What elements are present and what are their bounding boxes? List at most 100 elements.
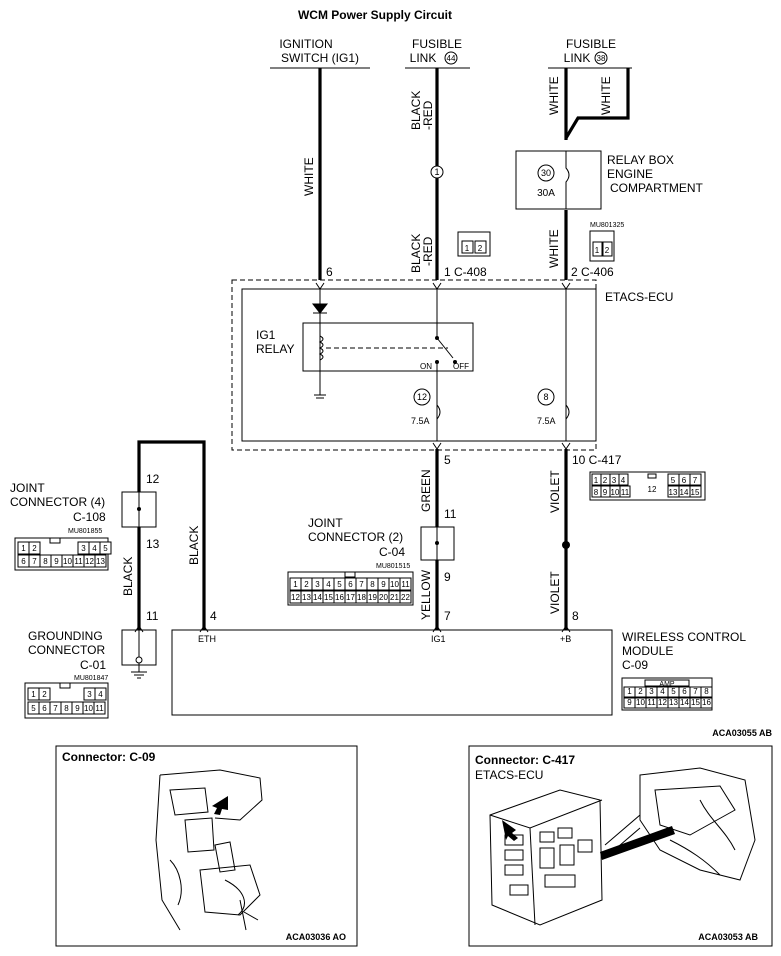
connector-pin-label: 5 bbox=[671, 687, 676, 696]
joint4-pin11: 11 bbox=[146, 609, 159, 623]
svg-text:11: 11 bbox=[621, 488, 630, 497]
fl38-num: 38 bbox=[597, 54, 606, 63]
connector-pin-label: 11 bbox=[74, 557, 83, 566]
connector-pin-label: 19 bbox=[368, 593, 377, 602]
label-violet-bot: VIOLET bbox=[548, 571, 562, 614]
fl44-num: 44 bbox=[447, 54, 456, 63]
wcm-line2: MODULE bbox=[622, 644, 673, 658]
connector-pin-label: 11 bbox=[401, 580, 410, 589]
splice-1-num: 1 bbox=[434, 167, 439, 177]
joint2-part: MU801515 bbox=[376, 563, 410, 570]
pin-10-c417: 10 C-417 bbox=[572, 453, 622, 467]
ign-line2: SWITCH (IG1) bbox=[281, 51, 359, 65]
connector-pin-label: 16 bbox=[702, 698, 711, 707]
label-black-left: BLACK bbox=[121, 557, 135, 596]
connector-pin-label: 2 bbox=[304, 580, 309, 589]
relay-box-line1: RELAY BOX bbox=[607, 153, 674, 167]
label-white-ign: WHITE bbox=[302, 157, 316, 196]
connector-pin-label: 15 bbox=[691, 698, 700, 707]
connector-pin-label: 20 bbox=[379, 593, 388, 602]
joint2-pin9: 9 bbox=[444, 570, 451, 584]
connector-pin-label: 12 bbox=[658, 698, 667, 707]
svg-text:2: 2 bbox=[478, 244, 483, 253]
fuse-12-amp: 7.5A bbox=[411, 416, 430, 426]
connector-pin-label: 21 bbox=[390, 593, 399, 602]
label-green: GREEN bbox=[419, 469, 433, 512]
label-white-mid: WHITE bbox=[547, 229, 561, 268]
connector-pin-label: 10 bbox=[84, 704, 93, 713]
connector-pin-label: 5 bbox=[103, 544, 108, 553]
label-violet-top: VIOLET bbox=[548, 470, 562, 513]
svg-text:6: 6 bbox=[682, 476, 687, 485]
joint2-line2: CONNECTOR (2) bbox=[308, 530, 403, 544]
connector-pin-label: 7 bbox=[53, 704, 58, 713]
connector-pin-label: 4 bbox=[98, 690, 103, 699]
connector-pin bbox=[399, 577, 412, 591]
connector-pin-label: 7 bbox=[693, 687, 698, 696]
relay-box-line3: COMPARTMENT bbox=[610, 181, 704, 195]
fuse-8-amp: 7.5A bbox=[537, 416, 556, 426]
joint2-code: C-04 bbox=[379, 545, 405, 559]
svg-text:12: 12 bbox=[648, 485, 657, 494]
svg-text:3: 3 bbox=[612, 476, 617, 485]
connector-pin-label: 2 bbox=[638, 687, 643, 696]
connector-pin-label: 3 bbox=[87, 690, 92, 699]
connector-pin-label: 7 bbox=[32, 557, 37, 566]
wcm-eth: ETH bbox=[198, 634, 216, 644]
connector-c408-icon: 1 2 bbox=[457, 231, 491, 257]
pin-1-c408: 1 C-408 bbox=[444, 265, 487, 279]
svg-text:5: 5 bbox=[671, 476, 676, 485]
wireless-control-module-box bbox=[171, 629, 613, 716]
connector-pin bbox=[94, 554, 107, 568]
splice-1 bbox=[430, 165, 444, 179]
label-black-red-mid-2: -RED bbox=[421, 236, 435, 266]
connector-pin bbox=[700, 697, 713, 709]
connector-pin-label: 6 bbox=[348, 580, 353, 589]
joint4-line2: CONNECTOR (4) bbox=[10, 495, 105, 509]
panel-connector-c417: Connector: C-417 ETACS-ECU ACA03053 AB bbox=[468, 745, 773, 947]
fl44-line2: LINK bbox=[410, 51, 437, 65]
svg-text:4: 4 bbox=[621, 476, 626, 485]
connector-pin-label: 9 bbox=[54, 557, 59, 566]
fuse-12-num: 12 bbox=[417, 392, 427, 402]
connector-pin-label: 9 bbox=[75, 704, 80, 713]
joint2-line1: JOINT bbox=[308, 516, 343, 530]
connector-pin bbox=[99, 541, 112, 555]
pin-2-c406: 2 C-406 bbox=[571, 265, 614, 279]
connector-pin bbox=[700, 686, 713, 698]
connector-pin-label: 14 bbox=[680, 698, 689, 707]
connector-pin-label: 17 bbox=[346, 593, 355, 602]
connector-pin-label: 12 bbox=[85, 557, 94, 566]
connector-pin-label: 3 bbox=[81, 544, 86, 553]
panel-right-subtitle: ETACS-ECU bbox=[475, 768, 543, 782]
joint4-code: C-108 bbox=[73, 510, 106, 524]
connector-pin-label: 13 bbox=[669, 698, 678, 707]
svg-text:7: 7 bbox=[693, 476, 698, 485]
relay-label-2: RELAY bbox=[256, 342, 294, 356]
ignition-switch-label: IGNITION SWITCH (IG1) bbox=[270, 37, 370, 69]
grounding-part: MU801847 bbox=[74, 675, 108, 682]
wcm-pin7: 7 bbox=[444, 609, 451, 623]
relay-box-fuse-num: 30 bbox=[541, 168, 551, 178]
etacs-ecu-label: ETACS-ECU bbox=[605, 290, 673, 304]
connector-pin-label: 4 bbox=[660, 687, 665, 696]
label-black-red-mid-1: BLACK bbox=[409, 234, 423, 273]
switch-off: OFF bbox=[453, 362, 469, 371]
label-yellow: YELLOW bbox=[419, 569, 433, 620]
wire-black-loop bbox=[137, 440, 206, 630]
connector-pin-label: 12 bbox=[291, 593, 300, 602]
pin-6: 6 bbox=[326, 265, 333, 279]
wire-fl38-white-2 bbox=[564, 68, 630, 139]
panel-right-title: Connector: C-417 bbox=[475, 753, 575, 767]
svg-text:AMP: AMP bbox=[659, 681, 675, 688]
svg-text:2: 2 bbox=[605, 246, 610, 255]
wcm-line1: WIRELESS CONTROL bbox=[622, 630, 746, 644]
connector-pin-label: 14 bbox=[313, 593, 322, 602]
svg-text:1: 1 bbox=[595, 246, 600, 255]
connector-pin-label: 1 bbox=[627, 687, 632, 696]
connector-pin-label: 8 bbox=[370, 580, 375, 589]
